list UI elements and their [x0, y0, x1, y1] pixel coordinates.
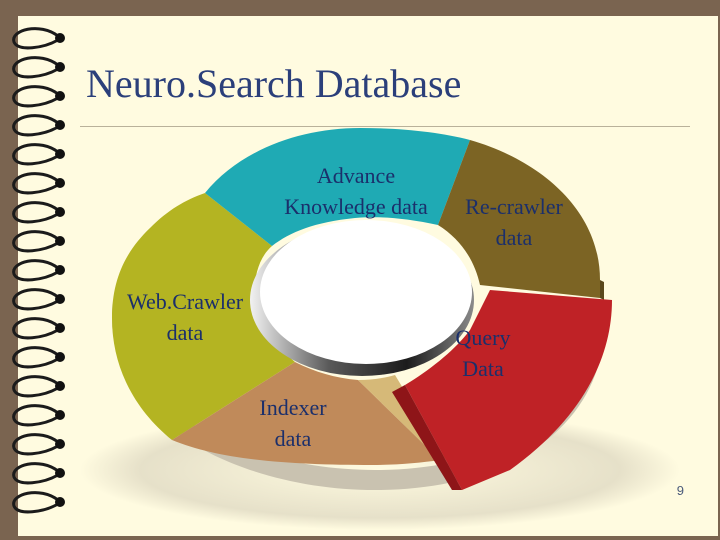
label-query: Query Data — [438, 322, 528, 384]
segment-re-crawler-side — [600, 280, 604, 300]
label-re-crawler: Re-crawler data — [450, 191, 578, 253]
label-indexer: Indexer data — [238, 392, 348, 454]
label-advance-knowledge: Advance Knowledge data — [276, 160, 436, 222]
page-number: 9 — [677, 483, 684, 498]
label-web-crawler: Web.Crawler data — [110, 286, 260, 348]
